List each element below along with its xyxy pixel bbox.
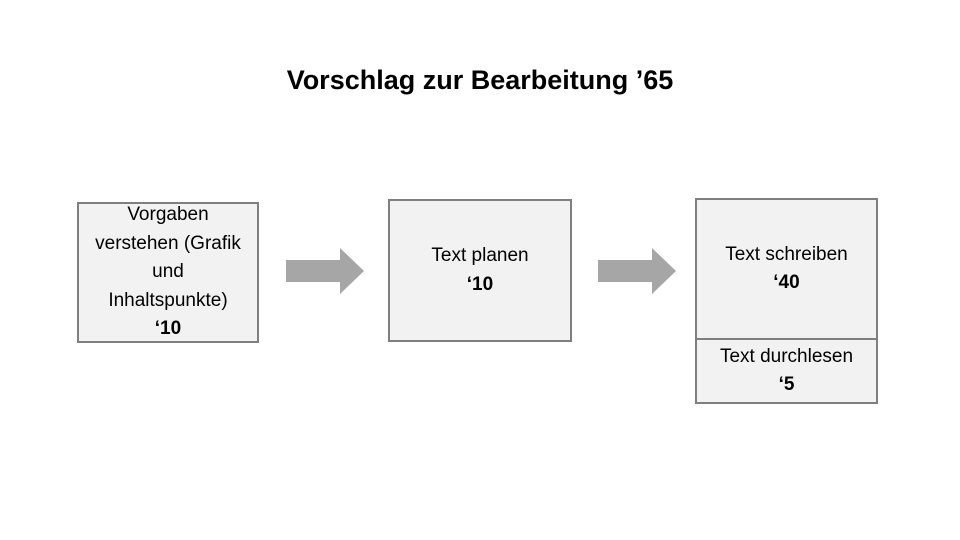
step-label: Text planen [431,245,529,266]
step-box-text-planen: Text planen ‘10 [388,199,572,342]
right-arrow-icon [598,248,676,294]
step-box-vorgaben-verstehen: Vorgaben verstehen (Grafik und Inhaltspu… [77,202,259,343]
step-time: ‘10 [466,273,494,295]
step-box-text-durchlesen: Text durchlesen ‘5 [695,338,878,404]
step-box-text-schreiben: Text schreiben ‘40 [695,198,878,340]
step-label: Vorgaben verstehen (Grafik und Inhaltspu… [95,204,241,311]
step-time: ‘10 [154,318,182,340]
diagram-title: Vorschlag zur Bearbeitung ’65 [286,65,674,95]
right-arrow-icon [286,248,364,294]
step-label: Text schreiben [725,243,848,265]
step-time: ‘40 [773,272,800,293]
step-time: ‘5 [778,374,795,395]
step-label: Text durchlesen [719,345,854,367]
